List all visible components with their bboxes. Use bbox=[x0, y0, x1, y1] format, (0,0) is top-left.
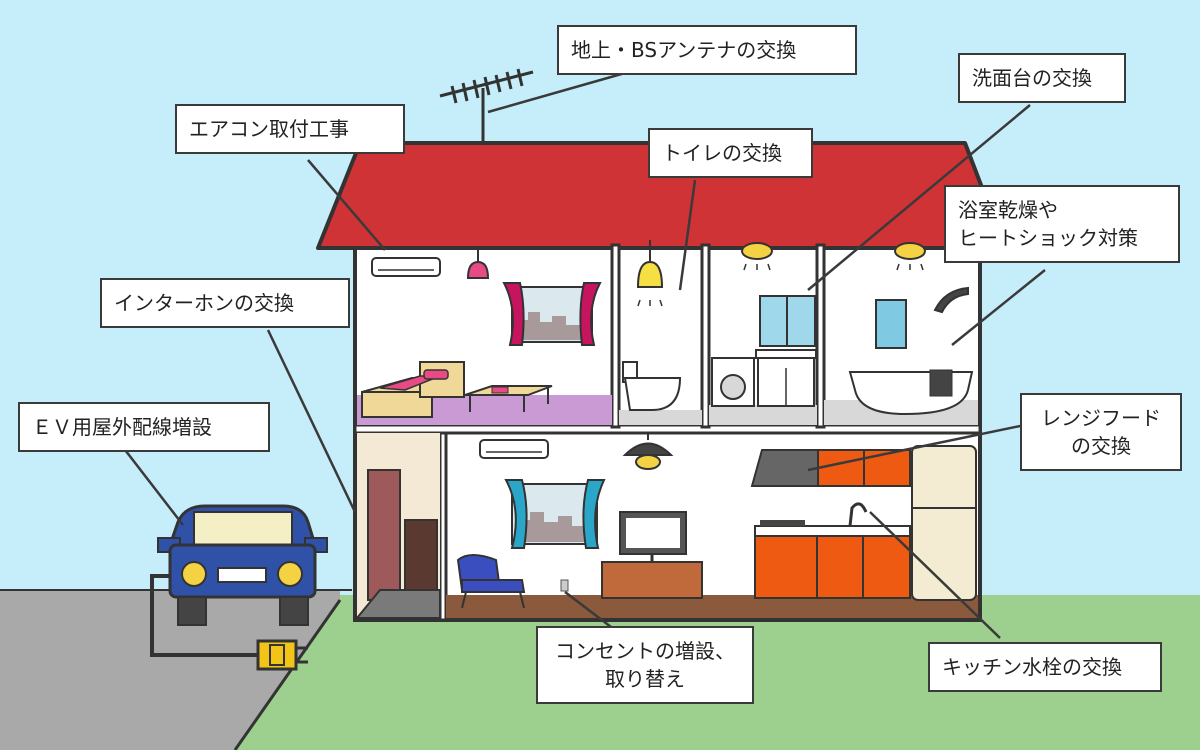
label-bathroom: 浴室乾燥やヒートショック対策 bbox=[944, 185, 1180, 263]
label-washbasin: 洗面台の交換 bbox=[958, 53, 1126, 103]
antenna-icon bbox=[439, 68, 534, 145]
label-faucet: キッチン水栓の交換 bbox=[928, 642, 1162, 692]
label-outlet: コンセントの増設、取り替え bbox=[536, 626, 754, 704]
leader-lines bbox=[121, 71, 1046, 639]
label-ev: ＥＶ用屋外配線増設 bbox=[18, 402, 270, 452]
aircon-unit bbox=[371, 257, 441, 277]
label-toilet: トイレの交換 bbox=[648, 128, 813, 178]
car-icon bbox=[157, 504, 328, 626]
living-floor bbox=[446, 595, 978, 618]
outlet-icon bbox=[560, 579, 569, 592]
label-aircon: エアコン取付工事 bbox=[175, 104, 405, 154]
fridge bbox=[911, 445, 977, 601]
label-rangehood: レンジフードの交換 bbox=[1020, 393, 1182, 471]
plug-icon bbox=[256, 639, 308, 671]
label-intercom: インターホンの交換 bbox=[100, 278, 350, 328]
entrance-door bbox=[367, 469, 401, 601]
label-antenna: 地上・BSアンテナの交換 bbox=[557, 25, 857, 75]
road bbox=[0, 590, 340, 750]
